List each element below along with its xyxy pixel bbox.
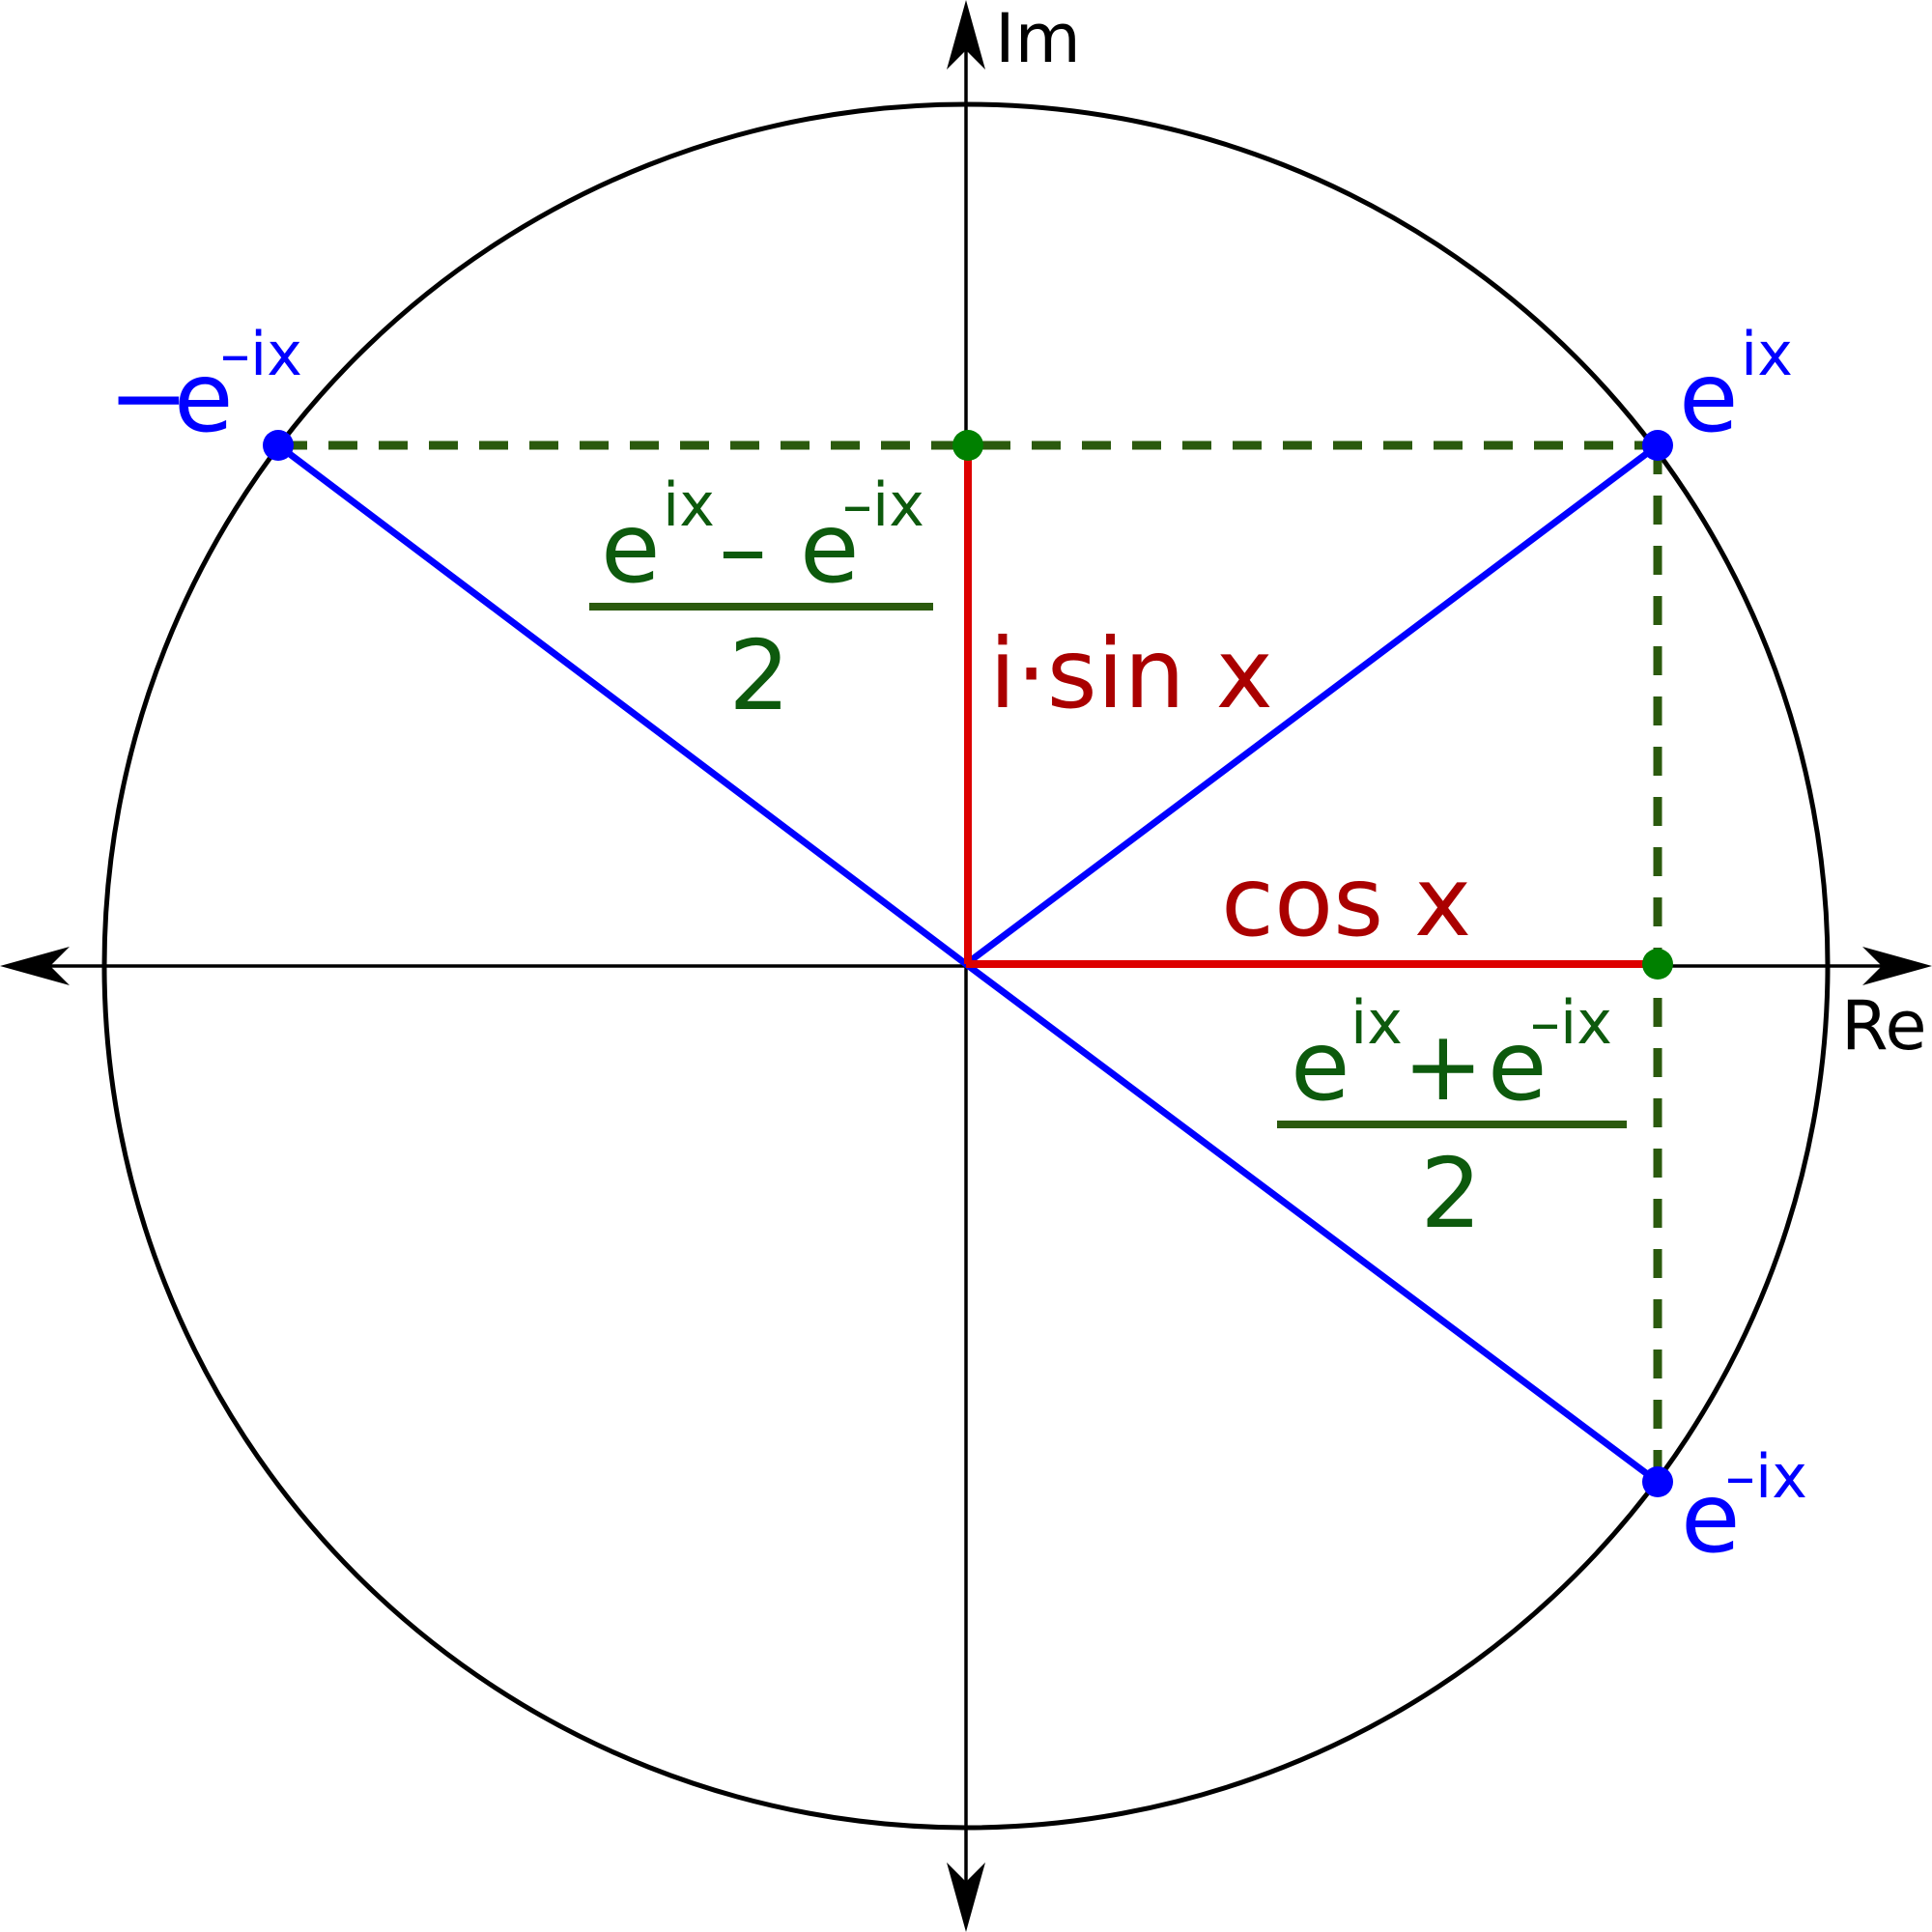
real-axis-arrow-left: [0, 947, 70, 985]
label-e-neg-ix-exponent: –ix: [1725, 1441, 1807, 1512]
sin-formula-operator: –: [719, 492, 767, 605]
imaginary-axis-arrow-up: [947, 0, 985, 70]
label-eix-exponent: ix: [1741, 319, 1793, 389]
cos-formula-operator: +: [1403, 1009, 1484, 1122]
radius-to-eix: [963, 442, 1661, 967]
label-e-neg-ix: e –ix: [1681, 1441, 1807, 1575]
point-neg-e-neg-ix: [263, 430, 294, 461]
label-neg-e-neg-ix-base: e: [174, 341, 234, 454]
sin-formula-fraction-bar: [589, 603, 933, 611]
label-neg-e-neg-ix: − e –ix: [108, 319, 302, 454]
sin-formula-term2-exponent: –ix: [842, 469, 924, 540]
imaginary-axis-arrow-down: [947, 1862, 985, 1932]
label-eix-base: e: [1679, 341, 1739, 454]
point-eix: [1642, 430, 1673, 461]
cos-formula: e ix + e –ix 2: [1277, 987, 1627, 1250]
label-e-neg-ix-base: e: [1681, 1462, 1741, 1575]
cos-formula-fraction-bar: [1277, 1121, 1627, 1128]
label-neg-e-neg-ix-exponent: –ix: [220, 319, 302, 389]
sin-formula-term2-base: e: [800, 492, 860, 605]
real-axis-arrow-right: [1862, 947, 1932, 985]
point-e-neg-ix: [1642, 1466, 1673, 1497]
imaginary-axis-label: Im: [995, 0, 1081, 78]
sin-formula-denominator: 2: [728, 619, 790, 732]
point-cos-projection: [1642, 949, 1673, 980]
sin-formula-term1-exponent: ix: [663, 469, 715, 540]
cos-formula-term1-base: e: [1291, 1009, 1350, 1122]
radius-to-e-neg-ix: [963, 961, 1661, 1485]
sin-formula-term1-base: e: [601, 492, 661, 605]
label-eix: e ix: [1679, 319, 1793, 454]
cos-formula-term1-exponent: ix: [1350, 987, 1403, 1058]
cos-formula-term2-base: e: [1488, 1009, 1548, 1122]
cos-formula-term2-exponent: –ix: [1530, 987, 1612, 1058]
label-neg-e-neg-ix-sign: −: [108, 341, 189, 454]
point-sin-projection: [952, 430, 983, 461]
cos-segment-label: cos x: [1221, 845, 1471, 958]
real-axis-label: Re: [1841, 986, 1927, 1065]
sin-segment-label: i·sin x: [989, 617, 1273, 730]
cos-formula-denominator: 2: [1420, 1137, 1482, 1250]
radius-to-neg-e-neg-ix: [275, 442, 969, 967]
sin-formula: e ix – e –ix 2: [589, 469, 933, 732]
